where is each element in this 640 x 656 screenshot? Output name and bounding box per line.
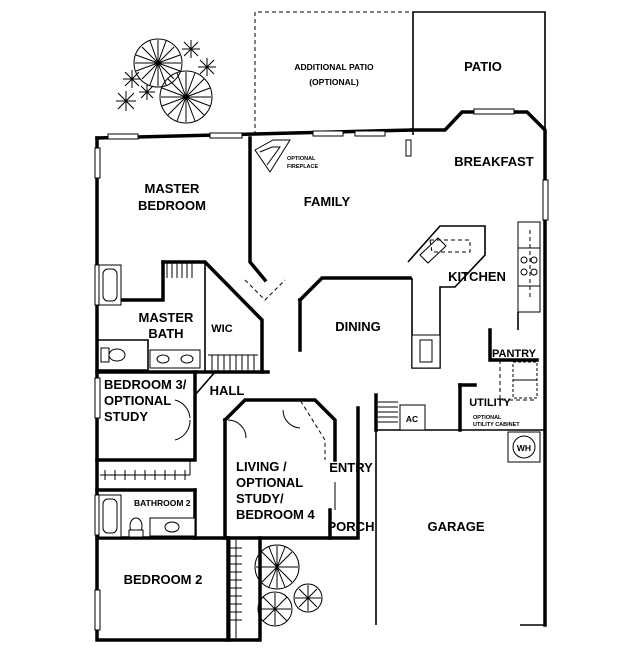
label-wic: WIC bbox=[211, 323, 232, 335]
tree-icon bbox=[116, 40, 216, 111]
label-master-bedroom: MASTER bbox=[145, 181, 201, 196]
label-hall: HALL bbox=[210, 383, 245, 398]
tree-icon bbox=[257, 591, 293, 627]
label-ac: AC bbox=[406, 414, 418, 424]
door-swings bbox=[174, 399, 336, 510]
label-optional-utility-cabinet: OPTIONAL bbox=[473, 415, 502, 421]
label-bedroom-3: BEDROOM 3/ bbox=[104, 377, 187, 392]
label-utility: UTILITY bbox=[469, 397, 511, 409]
label-bedroom-2: BEDROOM 2 bbox=[124, 572, 203, 587]
toilet-icon bbox=[128, 517, 144, 538]
label-master-bath-2: BATH bbox=[148, 326, 183, 341]
label-patio: PATIO bbox=[464, 59, 502, 74]
tree-icon bbox=[293, 583, 323, 613]
fireplace-icon bbox=[254, 139, 291, 173]
label-breakfast: BREAKFAST bbox=[454, 154, 534, 169]
label-bathroom-2: BATHROOM 2 bbox=[134, 498, 191, 508]
patio-areas bbox=[254, 11, 546, 135]
label-optional-fireplace-2: FIREPLACE bbox=[287, 164, 319, 170]
tree-icon bbox=[254, 544, 300, 590]
label-kitchen: KITCHEN bbox=[448, 269, 506, 284]
label-pantry: PANTRY bbox=[492, 348, 537, 360]
sink-icon bbox=[149, 349, 201, 369]
label-wh: WH bbox=[517, 443, 531, 453]
label-living-optional: OPTIONAL bbox=[236, 475, 303, 490]
washer-dryer-icon bbox=[512, 361, 538, 399]
label-family: FAMILY bbox=[304, 194, 351, 209]
bathtub-icon bbox=[98, 494, 122, 538]
label-porch: PORCH bbox=[328, 519, 375, 534]
label-optional-utility-cabinet-2: UTILITY CABINET bbox=[473, 422, 520, 428]
tree-icon bbox=[159, 70, 213, 124]
label-living-study: STUDY/ bbox=[236, 491, 284, 506]
tree-icon bbox=[133, 38, 183, 88]
water-heater-icon bbox=[507, 431, 541, 463]
kitchen-island-counter bbox=[411, 334, 441, 369]
label-garage: GARAGE bbox=[427, 519, 484, 534]
label-master-bedroom-2: BEDROOM bbox=[138, 198, 206, 213]
label-entry: ENTRY bbox=[329, 460, 373, 475]
closet-shelving bbox=[100, 262, 258, 638]
sink-icon bbox=[149, 517, 196, 537]
label-living: LIVING / bbox=[236, 459, 287, 474]
label-bedroom-3-study: STUDY bbox=[104, 409, 148, 424]
label-living-bedroom-4: BEDROOM 4 bbox=[236, 507, 316, 522]
landscaping bbox=[116, 38, 323, 627]
stair-hatch bbox=[378, 401, 398, 423]
label-additional-patio: ADDITIONAL PATIO bbox=[294, 62, 374, 72]
label-master-bath: MASTER bbox=[139, 310, 195, 325]
bathtub-icon bbox=[98, 264, 122, 306]
ac-unit-icon bbox=[399, 404, 426, 431]
windows bbox=[94, 108, 549, 631]
label-dining: DINING bbox=[335, 319, 381, 334]
label-bedroom-3-optional: OPTIONAL bbox=[104, 393, 171, 408]
label-additional-patio-optional: (OPTIONAL) bbox=[309, 77, 359, 87]
optional-dashed-features bbox=[244, 230, 537, 460]
kitchen-sink-icon bbox=[419, 237, 447, 264]
label-optional-fireplace: OPTIONAL bbox=[287, 156, 316, 162]
room-labels: ADDITIONAL PATIO (OPTIONAL) PATIO OPTION… bbox=[104, 59, 537, 587]
toilet-icon bbox=[100, 347, 126, 363]
stove-icon bbox=[520, 256, 538, 276]
